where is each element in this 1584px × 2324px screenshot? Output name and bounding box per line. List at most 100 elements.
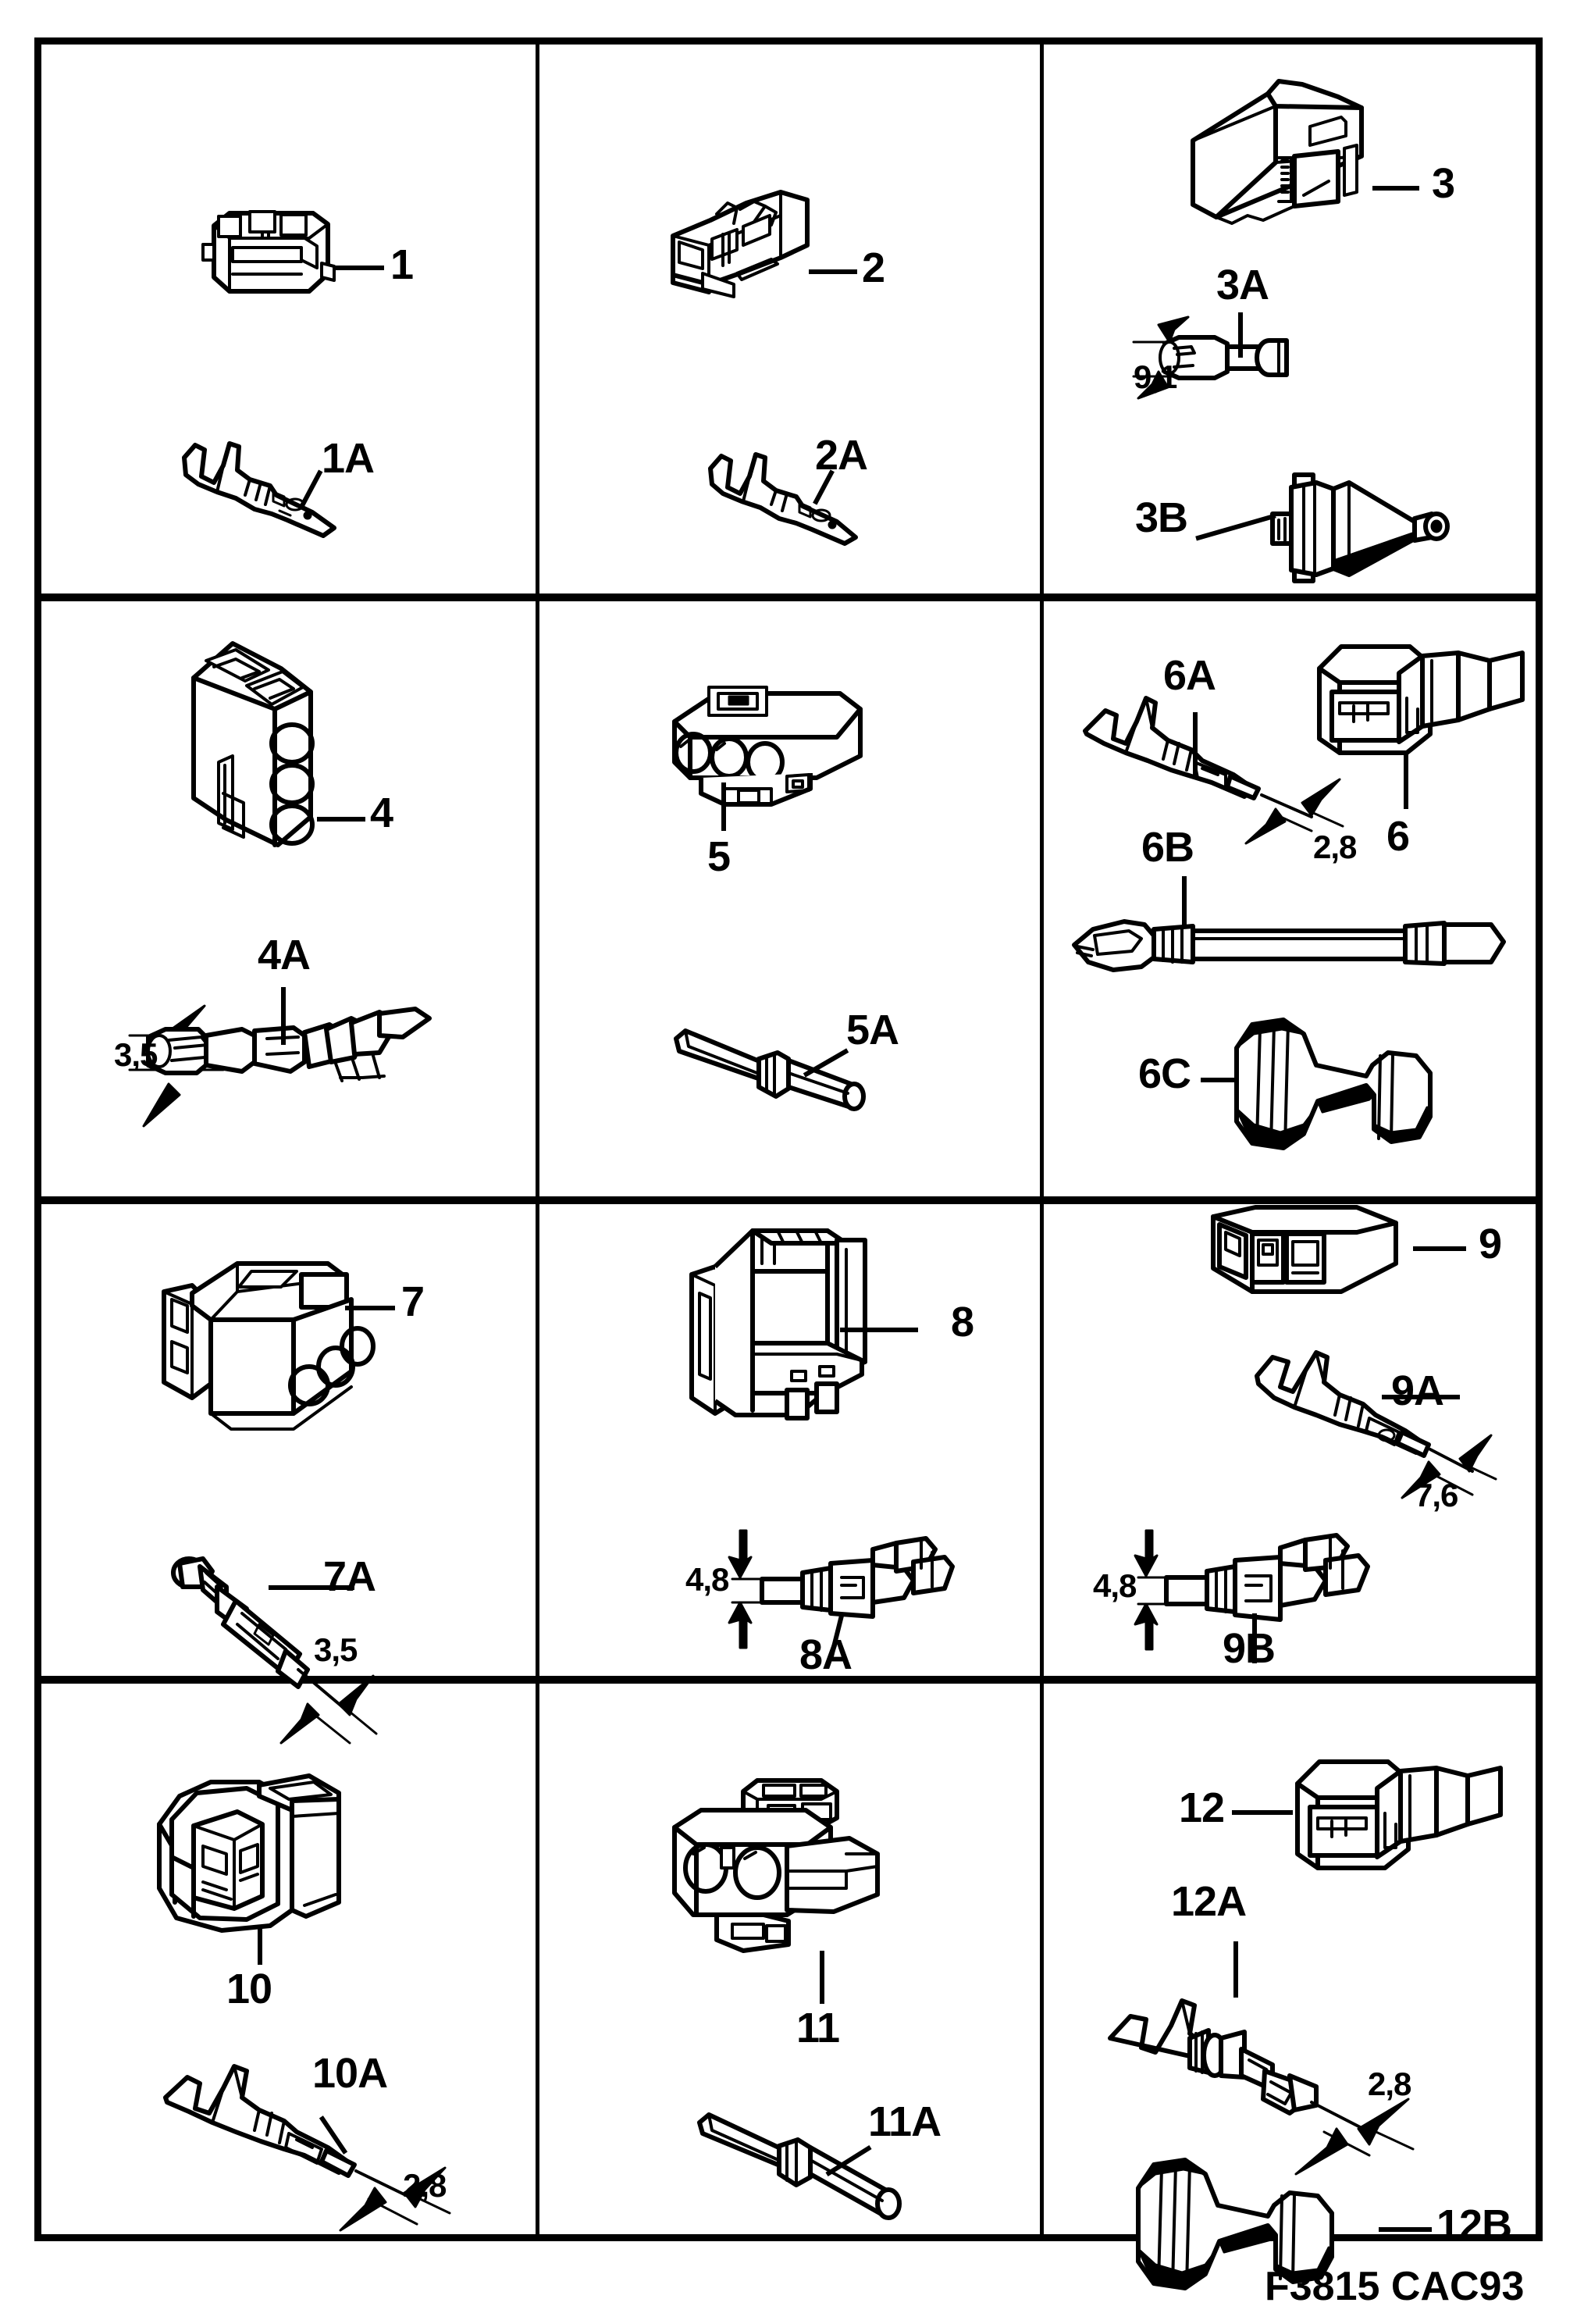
part-label-10: 10 [226, 1966, 272, 2012]
part-6b-drawing [1070, 914, 1554, 984]
dimension-label-4a: 3,5 [114, 1036, 158, 1073]
dimension-label-9b: 4,8 [1093, 1567, 1137, 1604]
part-10a-drawing [159, 2058, 472, 2238]
leader-line-part-12a [1233, 1941, 1238, 1998]
part-9b-drawing [1124, 1524, 1390, 1665]
dimension-label-7a: 3,5 [314, 1631, 358, 1668]
part-7a-drawing [169, 1552, 403, 1748]
leader-line-part-7a [269, 1585, 354, 1590]
part-label-9a: 9A [1391, 1367, 1444, 1414]
leader-line-part-9a [1382, 1395, 1460, 1399]
leader-line-part-3a [1238, 312, 1243, 358]
grid-col-divider-r3c2 [1040, 1204, 1044, 1676]
leader-line-part-7 [345, 1306, 395, 1310]
part-label-1a: 1A [322, 435, 375, 482]
part-12b-drawing [1127, 2148, 1377, 2312]
dimension-label-12a: 2,8 [1368, 2066, 1411, 2102]
leader-line-part-6a [1193, 712, 1198, 778]
part-7-drawing [156, 1248, 422, 1435]
part-label-6c: 6C [1138, 1050, 1191, 1097]
grid-col-divider-r3c1 [536, 1204, 539, 1676]
part-label-3: 3 [1432, 160, 1455, 207]
part-label-4a: 4A [258, 932, 311, 978]
part-12a-drawing [1104, 1984, 1447, 2179]
part-2a-drawing [703, 447, 882, 548]
illustration-outer-frame [34, 37, 1543, 2241]
leader-line-part-9b [1252, 1613, 1257, 1663]
grid-row-divider-2 [34, 1196, 1543, 1204]
part-3a-drawing [1132, 315, 1360, 412]
part-4a-drawing [114, 1004, 442, 1139]
grid-col-divider-r2c2 [1040, 601, 1044, 1196]
grid-col-divider-r4c2 [1040, 1684, 1044, 2235]
part-label-3a: 3A [1216, 262, 1269, 308]
part-5-drawing [670, 672, 888, 820]
part-3-drawing [1185, 70, 1419, 226]
part-label-1: 1 [390, 241, 414, 288]
part-label-9b: 9B [1223, 1625, 1276, 1672]
part-label-10a: 10A [312, 2050, 388, 2097]
part-label-12a: 12A [1171, 1878, 1247, 1925]
part-label-6: 6 [1386, 813, 1410, 860]
part-label-8: 8 [951, 1299, 974, 1346]
part-label-9: 9 [1479, 1221, 1502, 1267]
leader-line-part-5 [721, 782, 726, 831]
grid-row-divider-3 [34, 1676, 1543, 1684]
leader-line-part-6b [1182, 876, 1187, 928]
leader-line-part-6 [1404, 754, 1408, 809]
part-label-12: 12 [1179, 1784, 1225, 1831]
part-9-drawing [1208, 1204, 1443, 1306]
part-6a-drawing [1077, 678, 1358, 845]
part-8a-drawing [717, 1523, 990, 1656]
part-label-11a: 11A [868, 2098, 942, 2145]
part-9a-drawing [1249, 1349, 1499, 1506]
grid-row-divider-1 [34, 593, 1543, 601]
part-6c-drawing [1226, 1007, 1475, 1164]
leader-line-part-10 [258, 1927, 262, 1965]
dimension-label-9a: 7,6 [1415, 1477, 1458, 1513]
leader-line-part-9 [1413, 1246, 1466, 1251]
grid-col-divider-r2c1 [536, 601, 539, 1196]
part-label-12b: 12B [1436, 2201, 1512, 2248]
part-label-7: 7 [401, 1278, 425, 1325]
leader-line-part-4a [281, 987, 286, 1045]
part-label-2a: 2A [815, 432, 868, 479]
part-label-5a: 5A [846, 1007, 899, 1053]
grid-col-divider-r1c1 [536, 45, 539, 593]
leader-line-part-2 [809, 269, 857, 274]
leader-line-part-3 [1372, 186, 1419, 191]
leader-line-part-12 [1232, 1810, 1293, 1815]
dimension-label-6a: 2,8 [1313, 829, 1357, 865]
leader-line-part-12b [1379, 2227, 1432, 2232]
leader-line-part-11 [820, 1951, 824, 2004]
part-1-drawing [184, 199, 356, 301]
part-label-2: 2 [862, 244, 885, 291]
drawing-reference-code: F3815 CAC93 [1265, 2264, 1525, 2309]
part-11a-drawing [695, 2108, 952, 2241]
part-label-6a: 6A [1163, 652, 1216, 699]
part-4-drawing [187, 633, 359, 867]
part-label-7a: 7A [323, 1553, 376, 1600]
dimension-label-3a: 9,1 [1134, 358, 1177, 395]
part-12-drawing [1291, 1749, 1525, 1874]
part-11-drawing [670, 1773, 920, 1953]
part-label-3b: 3B [1135, 494, 1188, 541]
part-8-drawing [681, 1220, 915, 1423]
leader-line-part-6c [1201, 1078, 1238, 1082]
part-6-drawing [1313, 634, 1547, 759]
dimension-label-8a: 4,8 [685, 1561, 729, 1598]
part-label-5: 5 [707, 833, 731, 880]
part-3b-drawing [1262, 465, 1480, 590]
leader-line-part-1 [336, 266, 384, 270]
leader-line-part-8 [840, 1328, 918, 1332]
grid-col-divider-r1c2 [1040, 45, 1044, 593]
part-1a-drawing [178, 437, 373, 539]
grid-col-divider-r4c1 [536, 1684, 539, 2235]
part-label-8a: 8A [799, 1631, 853, 1678]
part-label-11: 11 [796, 2005, 840, 2051]
part-10-drawing [153, 1765, 372, 1937]
dimension-label-10a: 2,8 [403, 2167, 447, 2204]
leader-line-part-4 [317, 817, 365, 822]
part-label-4: 4 [370, 790, 393, 836]
